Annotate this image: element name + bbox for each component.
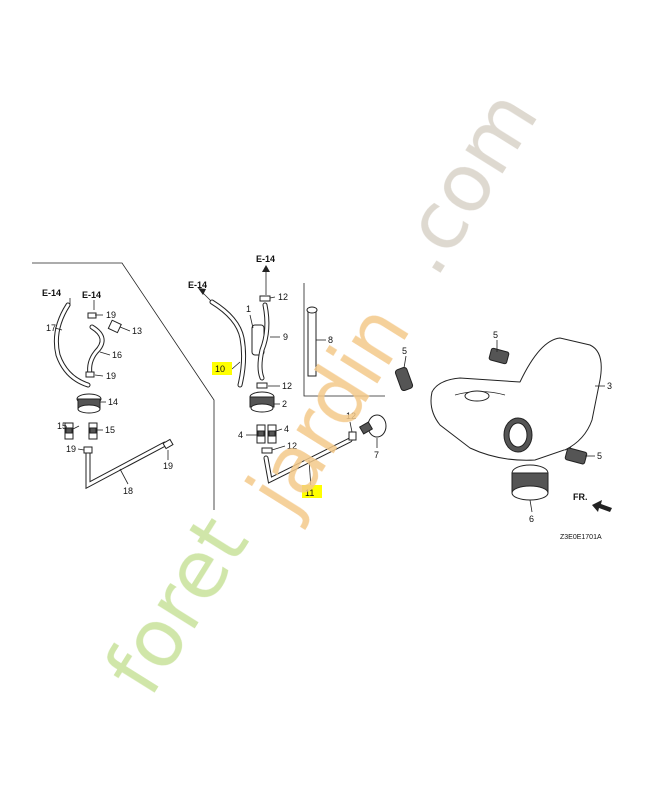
part-label-3: 3 [607, 381, 612, 391]
part-label-7: 7 [374, 450, 379, 460]
part-label-1: 1 [246, 304, 251, 314]
section-divider [32, 262, 385, 510]
part-label-12-c: 12 [287, 441, 297, 451]
part-label-12-b: 12 [282, 381, 292, 391]
part-label-11: 11 [305, 488, 314, 498]
ref-e14-b: E-14 [82, 290, 101, 300]
watermark-text-a: foret [87, 501, 266, 710]
fuel-tank-assembly [394, 337, 612, 513]
part-label-5-a: 5 [402, 346, 407, 356]
part-label-16: 16 [112, 350, 122, 360]
part-number-labels: 17 19 13 16 19 14 15 15 19 19 18 1 12 9 … [46, 292, 612, 524]
part-label-13: 13 [132, 326, 142, 336]
part-label-5-b: 5 [493, 330, 498, 340]
highlight-11 [302, 485, 322, 498]
part-label-4-b: 4 [284, 424, 289, 434]
diagram-code: Z3E0E1701A [560, 534, 602, 541]
part-label-10: 10 [215, 364, 225, 374]
part-label-19-a: 19 [106, 310, 116, 320]
part-label-15-a: 15 [57, 421, 67, 431]
part-label-4-a: 4 [238, 430, 243, 440]
ref-e14-d: E-14 [256, 254, 275, 264]
part-label-15-b: 15 [105, 425, 115, 435]
reference-labels: E-14 E-14 E-14 E-14 [42, 254, 275, 300]
part-label-9: 9 [283, 332, 288, 342]
highlight-10 [212, 362, 232, 375]
part-label-12-d: 12 [346, 411, 356, 421]
part-label-2: 2 [282, 399, 287, 409]
watermark-text-c: .com [373, 74, 556, 290]
front-marker: FR. [573, 492, 588, 502]
part-label-12-a: 12 [278, 292, 288, 302]
middle-assembly [198, 265, 387, 489]
part-label-18: 18 [123, 486, 133, 496]
part-label-5-c: 5 [597, 451, 602, 461]
part-label-17: 17 [46, 323, 56, 333]
part-label-8: 8 [328, 335, 333, 345]
part-label-6: 6 [529, 514, 534, 524]
ref-e14-a: E-14 [42, 288, 61, 298]
ref-e14-c: E-14 [188, 280, 207, 290]
part-label-19-c: 19 [66, 444, 76, 454]
left-assembly [53, 298, 174, 490]
part-label-19-d: 19 [163, 461, 173, 471]
part-label-14-a: 14 [108, 397, 118, 407]
part-label-19-b: 19 [106, 371, 116, 381]
